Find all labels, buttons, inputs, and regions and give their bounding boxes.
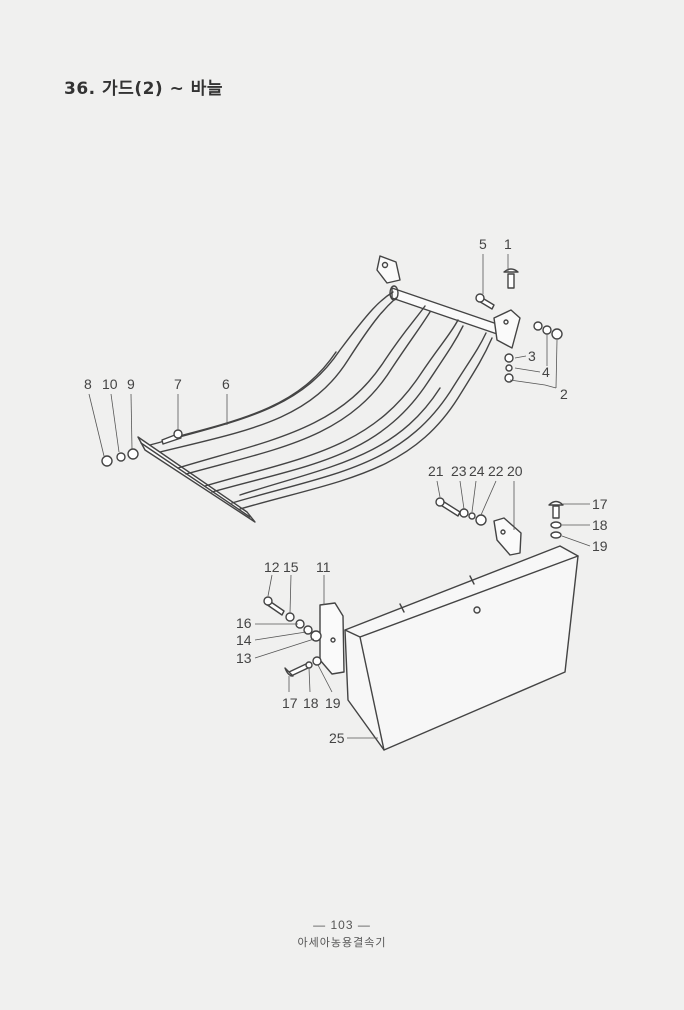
callout-7: 7: [174, 376, 182, 392]
callout-19-left: 19: [325, 695, 341, 711]
callout-22: 22: [488, 463, 504, 479]
callout-6: 6: [222, 376, 230, 392]
hardware-21-24: [435, 497, 487, 526]
callout-10: 10: [102, 376, 118, 392]
callout-4: 4: [542, 364, 550, 380]
page-number: — 103 —: [313, 918, 371, 932]
callout-24: 24: [469, 463, 485, 479]
callout-21: 21: [428, 463, 444, 479]
hardware-17-19-left: [284, 656, 322, 677]
bracket-20: [493, 517, 522, 556]
hardware-top-right: [475, 268, 563, 383]
guard-frame: [137, 255, 521, 523]
callout-5: 5: [479, 236, 487, 252]
callout-2: 2: [560, 386, 568, 402]
callout-11: 11: [316, 559, 331, 575]
callout-20: 20: [507, 463, 523, 479]
callout-25: 25: [329, 730, 345, 746]
callout-3: 3: [528, 348, 536, 364]
callout-8: 8: [84, 376, 92, 392]
callout-1: 1: [504, 236, 512, 252]
callout-14: 14: [236, 632, 252, 648]
callout-12: 12: [264, 559, 280, 575]
callout-19-right: 19: [592, 538, 608, 554]
callout-17-left: 17: [282, 695, 298, 711]
bracket-11: [319, 602, 345, 675]
leader-lines: [88, 254, 591, 739]
callout-18-right: 18: [592, 517, 608, 533]
page-title: 36. 가드(2) ~ 바늘: [64, 79, 224, 99]
callout-13: 13: [236, 650, 252, 666]
callout-16: 16: [236, 615, 252, 631]
guard-box: [344, 545, 579, 751]
callout-9: 9: [127, 376, 135, 392]
callout-15: 15: [283, 559, 299, 575]
hardware-17-19-right: [548, 500, 564, 539]
callout-23: 23: [451, 463, 467, 479]
publisher-name: 아세아농용결속기: [297, 936, 387, 949]
callout-18-left: 18: [303, 695, 319, 711]
hardware-left: [101, 429, 183, 467]
callout-labels: 1 2 3 4 5 6 7 8 10 9 21 23 24 22 20 17 1…: [84, 236, 608, 746]
callout-17-right: 17: [592, 496, 608, 512]
